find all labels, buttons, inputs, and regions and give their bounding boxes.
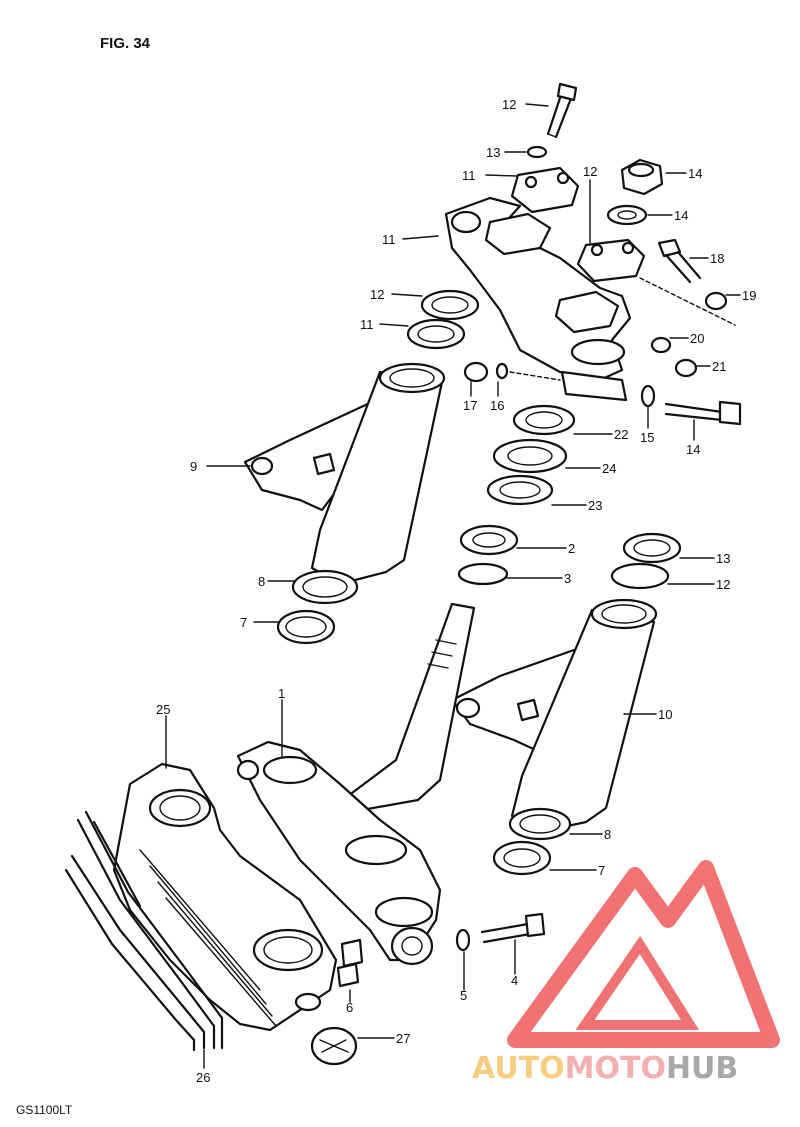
part-21-washer [495, 362, 509, 380]
part-7-right-ring [492, 840, 552, 876]
part-8-right-seal [508, 807, 572, 841]
part-11-upper-left [406, 318, 466, 350]
callout-8a: 8 [258, 574, 265, 589]
callout-19: 14 [686, 442, 700, 457]
callout-24: 19 [742, 288, 756, 303]
leader-lines [165, 103, 741, 1069]
callout-26: 21 [712, 359, 726, 374]
watermark-text: AUTOMOTOHUB [472, 1051, 738, 1086]
callout-11a: 11 [360, 317, 374, 332]
callout-23: 18 [710, 251, 724, 266]
callout-28: 23 [588, 498, 602, 513]
callout-22: 17 [463, 398, 477, 413]
part-11-right [610, 562, 670, 590]
callout-7b: 7 [598, 863, 605, 878]
watermark-auto: AUTO [472, 1051, 565, 1086]
callout-25: 20 [690, 331, 704, 346]
callout-8b: 8 [604, 827, 611, 842]
part-31-trim [64, 810, 224, 1052]
callout-18: 14 [674, 208, 688, 223]
figure-title: FIG. 34 [100, 35, 151, 52]
part-32-emblem [310, 1026, 358, 1066]
callout-10: 10 [658, 707, 672, 722]
part-9-left-cover [243, 362, 446, 586]
part-17-nut [620, 158, 664, 196]
part-24-washer [704, 291, 728, 311]
callout-17: 14 [688, 166, 702, 181]
callout-4: 4 [511, 973, 518, 988]
part-20-washer [640, 384, 656, 408]
part-22-nut [463, 361, 489, 383]
callout-15: 12 [502, 97, 516, 112]
callout-5: 5 [460, 988, 467, 1003]
part-27-bearing [512, 404, 576, 436]
part-28-seal [486, 474, 554, 506]
callout-6: 6 [346, 1000, 353, 1015]
callout-3: 3 [564, 571, 571, 586]
callout-21: 16 [490, 398, 504, 413]
part-7-left-ring [276, 609, 336, 645]
part-26-nut [674, 358, 698, 378]
part-14-holder-b [576, 238, 646, 283]
callout-12a: 12 [370, 287, 384, 302]
part-25-nut [650, 336, 672, 354]
part-13-upper-bracket [444, 196, 632, 402]
callout-14a: 11 [462, 168, 476, 183]
part-5-washer [455, 928, 471, 952]
callout-9: 9 [190, 459, 197, 474]
part-18-washer [606, 204, 648, 226]
callout-16: 13 [486, 145, 500, 160]
callout-7a: 7 [240, 615, 247, 630]
part-1-steering-stem [236, 602, 476, 966]
part-15-bolt [546, 82, 578, 139]
callout-13: 11 [382, 232, 396, 247]
part-30-lower-cover [112, 762, 338, 1032]
callout-29: 24 [602, 461, 616, 476]
callout-14b: 12 [583, 164, 597, 179]
watermark-logo: AUTOMOTOHUB [472, 860, 780, 1086]
part-23-bolt [657, 238, 702, 284]
model-code: GS1100LT [16, 1103, 73, 1117]
callout-27: 22 [614, 427, 628, 442]
callout-1: 1 [278, 686, 285, 701]
part-14-holder-a [510, 166, 580, 214]
callout-30: 25 [156, 702, 170, 717]
part-12-upper-left [420, 289, 480, 321]
part-16-washer [526, 145, 548, 159]
part-2-bearing [459, 524, 519, 556]
callout-11b: 12 [716, 577, 730, 592]
callout-2: 2 [568, 541, 575, 556]
part-8-left-seal [291, 569, 359, 605]
part-19-bolt [664, 400, 742, 426]
part-10-right-cover [450, 598, 658, 834]
callout-31: 26 [196, 1070, 210, 1085]
watermark-moto: MOTO [565, 1051, 666, 1086]
callout-20: 15 [640, 430, 654, 445]
callout-labels: 12 13 11 12 14 14 18 19 20 21 11 12 11 1… [156, 97, 756, 1085]
part-29-bearing [492, 438, 568, 474]
watermark-hub: HUB [666, 1051, 738, 1086]
callout-32: 27 [396, 1031, 410, 1046]
callout-12b: 13 [716, 551, 730, 566]
part-6-clip [336, 938, 364, 988]
part-12-right [622, 532, 682, 564]
part-3-seal [457, 562, 509, 586]
part-4-bolt [480, 912, 546, 944]
